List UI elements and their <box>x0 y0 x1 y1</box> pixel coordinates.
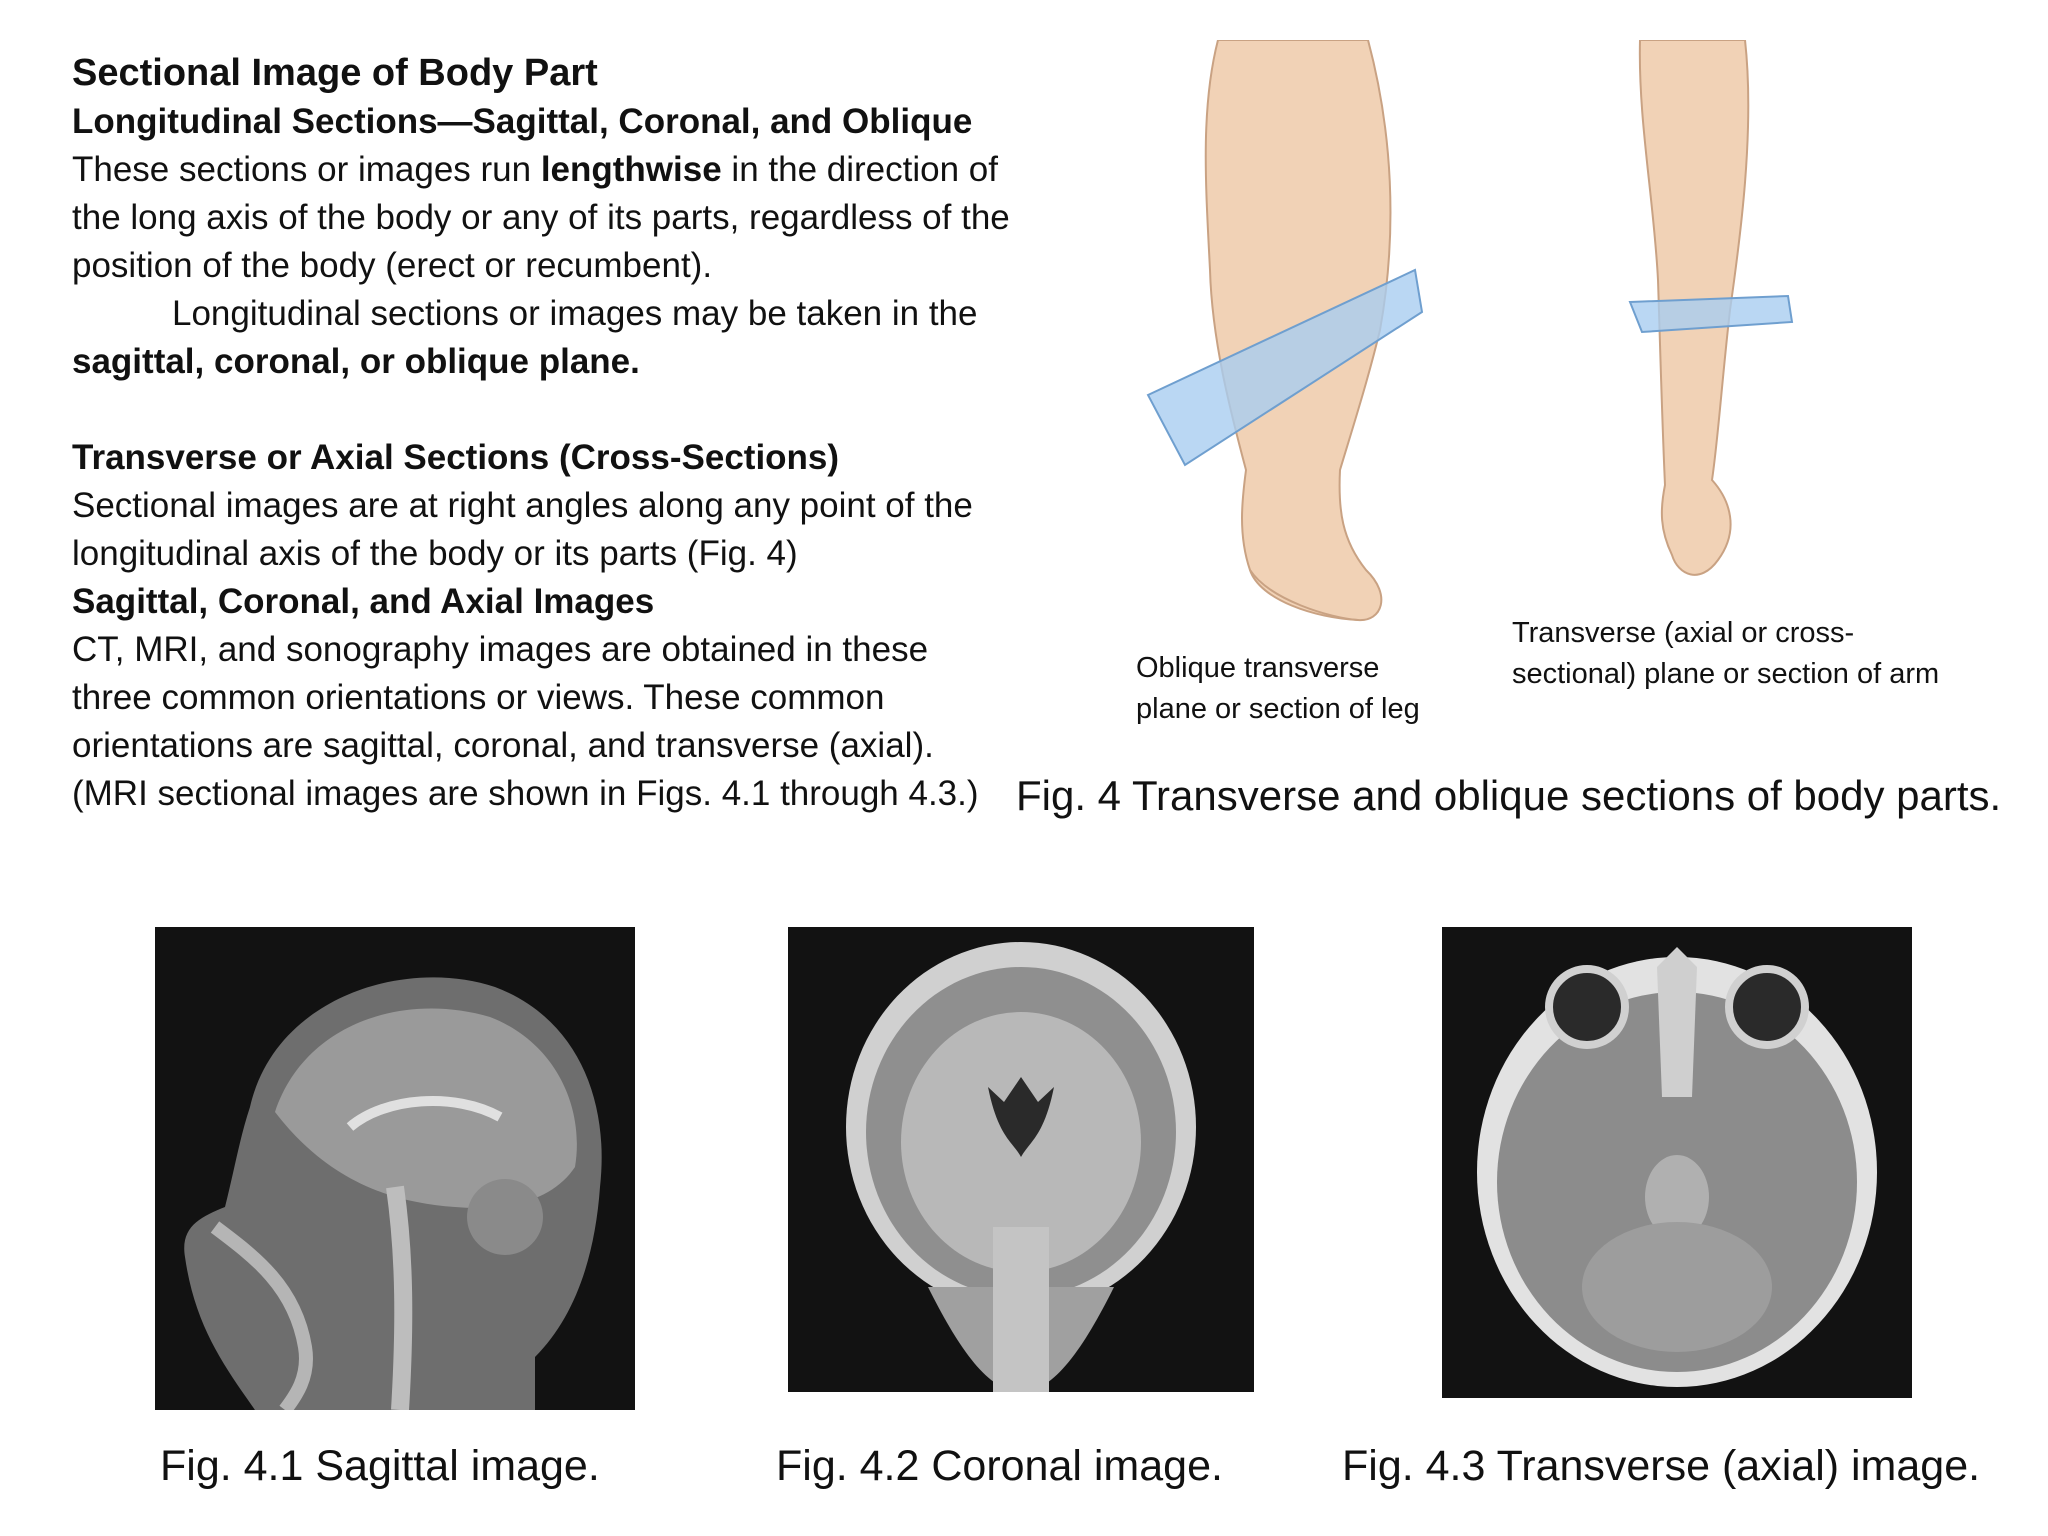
p2-pre: Longitudinal sections or images may be t… <box>172 294 978 333</box>
mri-coronal-image <box>788 927 1254 1392</box>
transverse-paragraph: Sectional images are at right angles alo… <box>72 486 973 573</box>
transverse-heading: Transverse or Axial Sections (Cross-Sect… <box>72 438 840 477</box>
p1-post: in the direction of the long axis of the… <box>72 150 1010 285</box>
text-column: Sectional Image of Body Part Longitudina… <box>72 48 1012 818</box>
p1-pre: These sections or images run <box>72 150 541 189</box>
p1-bold: lengthwise <box>540 150 722 189</box>
transverse-scan <box>1477 947 1877 1387</box>
leg-illustration <box>1130 40 1460 640</box>
foot-outline <box>1249 569 1359 621</box>
mri-sagittal-image <box>155 927 635 1410</box>
oblique-plane <box>1146 268 1424 467</box>
arm-label: Transverse (axial or cross- sectional) p… <box>1512 613 1939 695</box>
longitudinal-paragraph-1: These sections or images run lengthwise … <box>72 146 1012 290</box>
mri-caption-sagittal: Fig. 4.1 Sagittal image. <box>160 1442 600 1490</box>
longitudinal-heading: Longitudinal Sections—Sagittal, Coronal,… <box>72 102 973 141</box>
coronal-scan <box>846 942 1196 1392</box>
p2-bold: sagittal, coronal, or oblique plane. <box>72 342 640 381</box>
leg-label-line-1: Oblique transverse <box>1136 652 1380 684</box>
arm-illustration <box>1620 40 1820 600</box>
mri-caption-transverse: Fig. 4.3 Transverse (axial) image. <box>1342 1442 1981 1490</box>
mri-transverse-image <box>1442 927 1912 1398</box>
arm-label-line-2: sectional) plane or section of arm <box>1512 658 1940 690</box>
leg-label-line-2: plane or section of leg <box>1136 693 1420 725</box>
mri-caption-coronal: Fig. 4.2 Coronal image. <box>776 1442 1223 1490</box>
leg-label: Oblique transverse plane or section of l… <box>1136 648 1420 730</box>
sagittal-scan <box>184 977 602 1410</box>
spacer <box>72 386 1012 434</box>
figure-4-caption: Fig. 4 Transverse and oblique sections o… <box>1016 772 2002 819</box>
arm-label-line-1: Transverse (axial or cross- <box>1512 617 1855 649</box>
arm-drawing <box>1628 40 1794 576</box>
images-heading: Sagittal, Coronal, and Axial Images <box>72 582 655 621</box>
images-paragraph: CT, MRI, and sonography images are obtai… <box>72 630 979 813</box>
longitudinal-paragraph-2: Longitudinal sections or images may be t… <box>72 290 1012 386</box>
transverse-plane <box>1628 294 1794 334</box>
leg-drawing <box>1146 40 1424 622</box>
page-title: Sectional Image of Body Part <box>72 52 598 94</box>
